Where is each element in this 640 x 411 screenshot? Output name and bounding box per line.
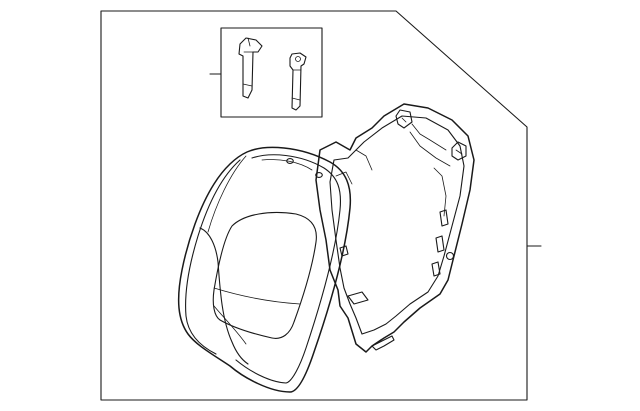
headrest-guide-left xyxy=(238,37,263,99)
seat-back-frame xyxy=(315,103,475,353)
inset-box-guides xyxy=(220,27,323,118)
assembly-boundary xyxy=(100,10,528,401)
headrest-guide-right xyxy=(289,52,307,111)
seat-back-cushion xyxy=(177,146,352,393)
